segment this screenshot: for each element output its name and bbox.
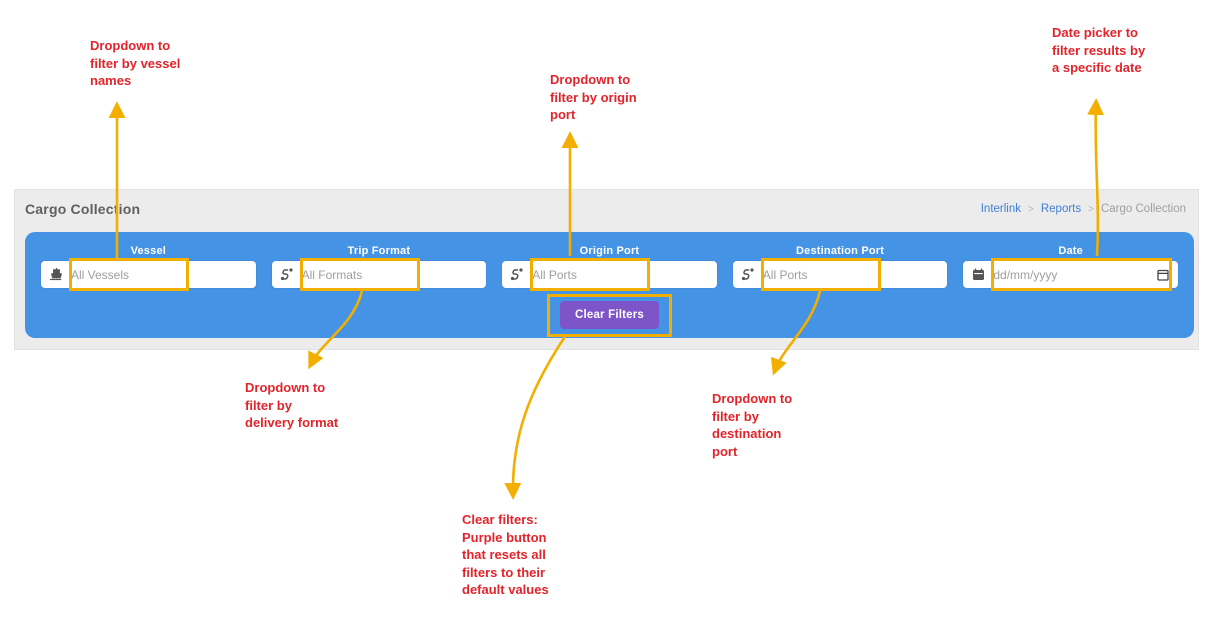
annotation-origin-port: Dropdown to filter by origin port — [550, 71, 637, 124]
annotation-line: default values — [462, 582, 549, 597]
annotation-destination-port: Dropdown to filter by destination port — [712, 390, 792, 460]
annotation-trip-format: Dropdown to filter by delivery format — [245, 379, 338, 432]
vessel-label: Vessel — [130, 245, 167, 257]
annotation-line: delivery format — [245, 415, 339, 430]
annotation-vessel: Dropdown to filter by vessel names — [90, 37, 180, 90]
annotation-line: Dropdown to — [712, 391, 793, 406]
clear-filters-button[interactable]: Clear Filters — [559, 301, 660, 329]
breadcrumb-current: Cargo Collection — [1100, 203, 1186, 215]
annotation-line: filter by — [712, 408, 759, 424]
filter-col-vessel: Vessel — [41, 245, 256, 291]
date-label: Date — [1058, 245, 1083, 257]
route-icon — [502, 268, 532, 281]
annotation-line: Purple button — [462, 529, 547, 545]
arrow-clear-filters — [504, 334, 568, 500]
annotation-line: a specific date — [1052, 60, 1142, 75]
destination-port-dropdown[interactable] — [732, 258, 948, 291]
filter-col-trip-format: Trip Format — [271, 245, 487, 291]
ship-icon — [41, 268, 71, 281]
trip-format-input[interactable] — [301, 267, 487, 282]
annotation-line: destination — [712, 426, 782, 441]
filter-col-date: Date — [963, 245, 1178, 291]
annotation-line: Clear filters: — [462, 512, 538, 527]
breadcrumb-separator: > — [1088, 203, 1094, 215]
annotation-line: Dropdown to — [245, 380, 326, 395]
filter-bar: Vessel — [25, 232, 1194, 338]
annotation-line: that resets all — [462, 547, 546, 562]
vessel-input[interactable] — [71, 267, 256, 282]
annotation-line: port — [550, 107, 576, 122]
route-icon — [272, 268, 302, 281]
annotation-line: port — [712, 443, 738, 459]
breadcrumb-reports[interactable]: Reports — [1040, 203, 1082, 215]
button-row: Clear Filters — [41, 294, 1178, 337]
annotation-line: filter by origin — [550, 89, 637, 105]
cargo-collection-panel: Cargo Collection Interlink > Reports > C… — [14, 189, 1199, 350]
panel-header: Cargo Collection Interlink > Reports > C… — [15, 190, 1198, 225]
filter-fields-row: Vessel — [41, 245, 1178, 291]
trip-format-label: Trip Format — [347, 245, 411, 257]
annotation-clear-filters: Clear filters: Purple button that resets… — [462, 511, 549, 599]
date-picker-field[interactable] — [963, 258, 1178, 291]
filter-col-origin-port: Origin Port — [502, 245, 717, 291]
trip-format-dropdown[interactable] — [271, 258, 487, 291]
breadcrumb: Interlink > Reports > Cargo Collection — [981, 203, 1186, 215]
annotation-line: names — [90, 73, 132, 88]
annotation-line: filter by — [245, 397, 292, 413]
annotation-line: filters to their — [462, 564, 546, 580]
origin-port-label: Origin Port — [579, 245, 640, 257]
annotation-line: filter by vessel — [90, 55, 181, 71]
calendar-icon — [963, 268, 993, 281]
date-input[interactable] — [993, 267, 1152, 282]
destination-port-label: Destination Port — [796, 245, 885, 257]
filter-col-destination-port: Destination Port — [732, 245, 948, 291]
annotation-line: Date picker to — [1052, 25, 1138, 40]
annotation-date-picker: Date picker to filter results by a speci… — [1052, 24, 1145, 77]
destination-port-input[interactable] — [762, 267, 948, 282]
origin-port-input[interactable] — [532, 267, 717, 282]
page-title: Cargo Collection — [25, 201, 141, 217]
date-picker-icon[interactable] — [1152, 269, 1174, 281]
annotation-line: Dropdown to — [90, 38, 171, 53]
annotation-line: Dropdown to — [550, 72, 631, 87]
breadcrumb-interlink[interactable]: Interlink — [980, 203, 1022, 215]
breadcrumb-separator: > — [1028, 203, 1034, 215]
origin-port-dropdown[interactable] — [502, 258, 717, 291]
vessel-dropdown[interactable] — [41, 258, 256, 291]
route-icon — [733, 268, 763, 281]
annotation-line: filter results by — [1052, 42, 1146, 58]
clear-filters-wrap: Clear Filters — [546, 294, 673, 337]
